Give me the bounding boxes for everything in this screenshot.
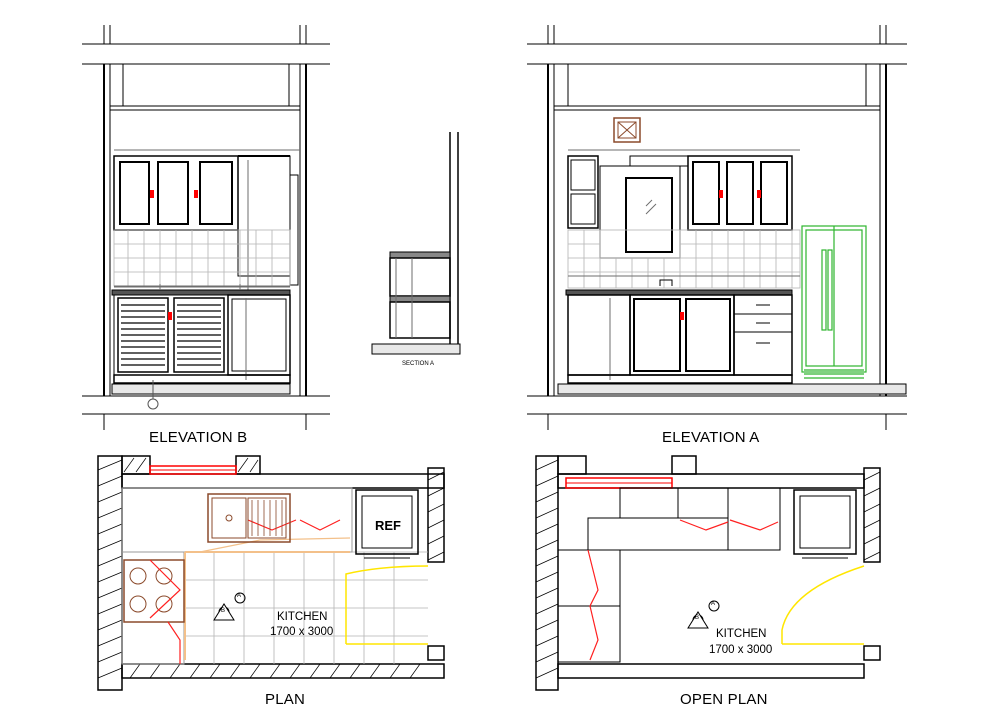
- open-plan-title: OPEN PLAN: [680, 691, 768, 708]
- elevation-a-title: ELEVATION A: [662, 429, 760, 446]
- elevation-a: [527, 25, 907, 430]
- section-a-title: SECTION A: [402, 361, 435, 367]
- marker-b-open: B: [695, 615, 700, 621]
- marker-a-open: A: [711, 601, 716, 607]
- open-plan: [535, 455, 881, 691]
- plan-title: PLAN: [265, 691, 305, 708]
- section-a: [371, 132, 461, 355]
- open-plan-room-name: KITCHEN: [716, 628, 767, 640]
- open-plan-room-size: 1700 x 3000: [709, 644, 773, 656]
- plan-room-size: 1700 x 3000: [270, 626, 334, 638]
- elevation-b-title: ELEVATION B: [149, 429, 248, 446]
- plan-room-name: KITCHEN: [277, 611, 328, 623]
- fridge-label: REF: [375, 518, 401, 533]
- elevation-b: [82, 25, 330, 430]
- plan: [97, 455, 445, 691]
- marker-b-plan: B: [221, 608, 226, 614]
- marker-a-plan: A: [237, 593, 242, 599]
